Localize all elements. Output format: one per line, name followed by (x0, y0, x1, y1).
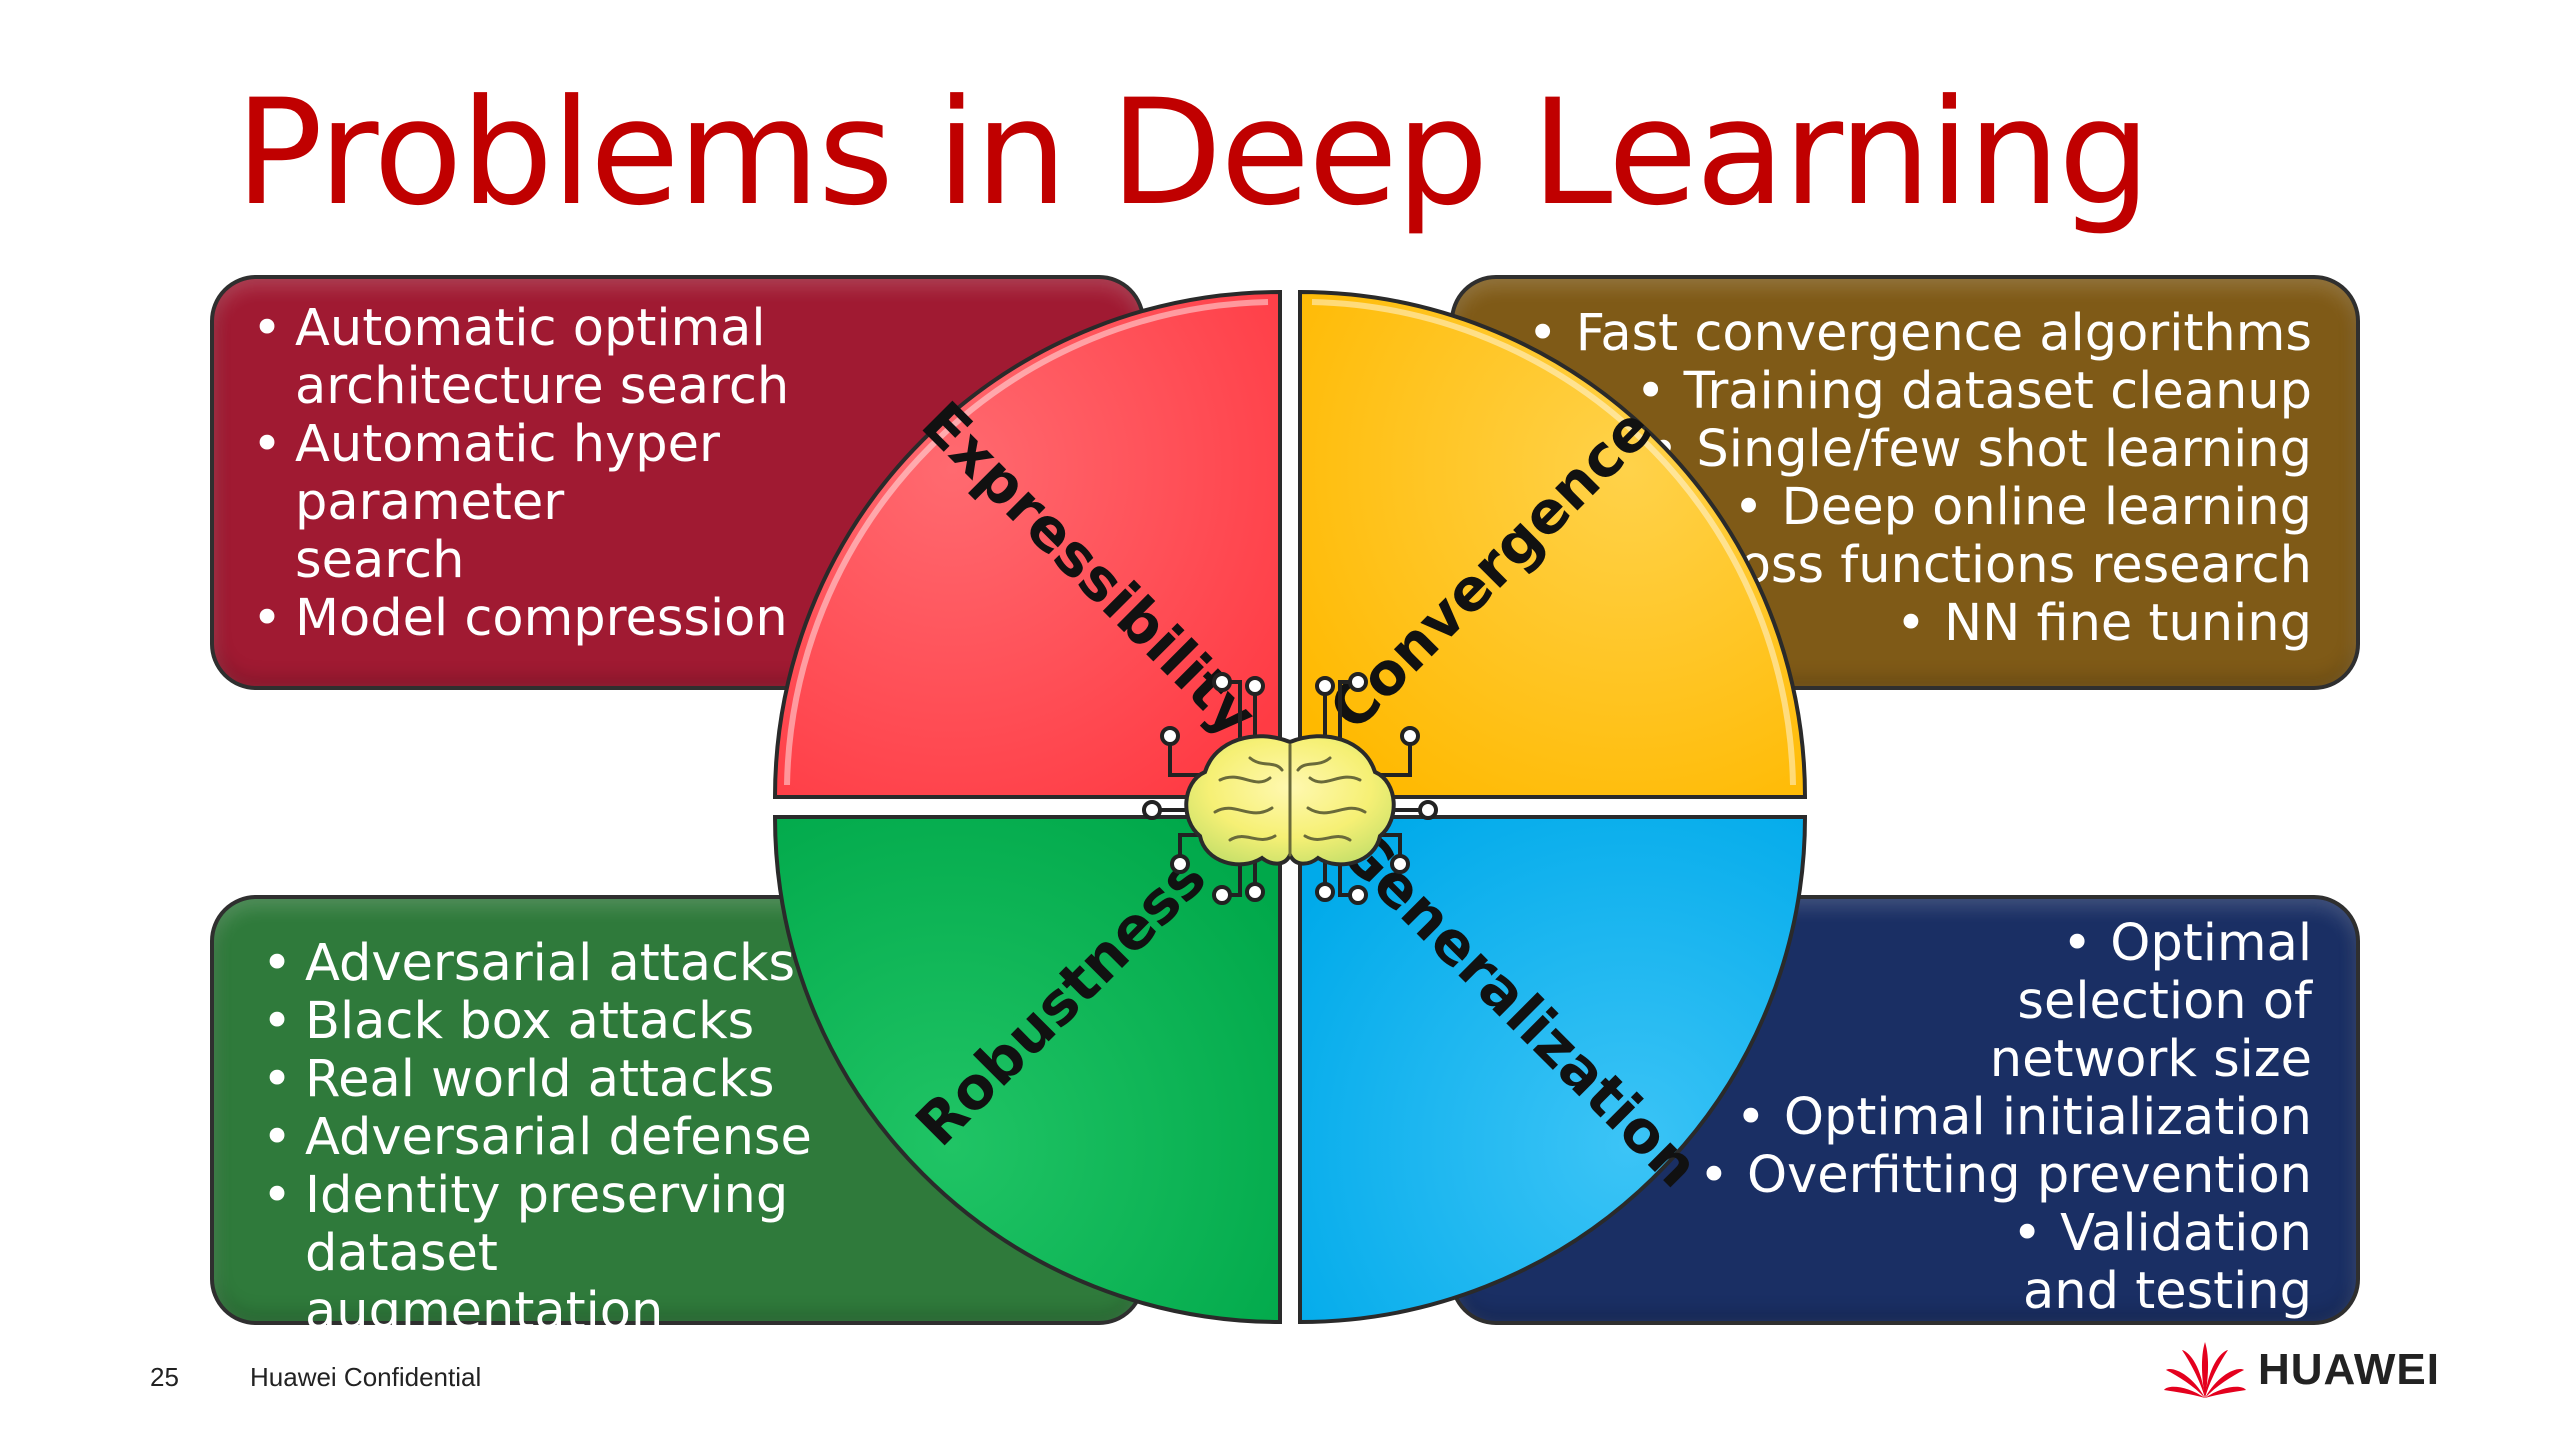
convergence-list: •Fast convergence algorithms •Training d… (1412, 305, 2312, 653)
expressibility-list: Automatic optimal architecture search Au… (252, 300, 1052, 649)
list-item: •NN fine tuning (1895, 594, 2312, 653)
list-item: Real world attacks (262, 1051, 1062, 1110)
brand-name: HUAWEI (2258, 1345, 2440, 1394)
list-item: •Optimal selection of network size (1989, 914, 2312, 1089)
list-item: •Optimal initialization (1735, 1088, 2312, 1147)
list-item: Adversarial attacks (262, 935, 1062, 994)
list-item: •Loss functions research (1664, 536, 2312, 595)
robustness-segment (772, 815, 1282, 1325)
list-item: Automatic optimal architecture search (252, 300, 1052, 416)
confidentiality-label: Huawei Confidential (250, 1362, 482, 1392)
huawei-logo: HUAWEI (2160, 1340, 2440, 1400)
generalization-list: •Optimal selection of network size •Opti… (1412, 915, 2312, 1379)
list-item: Adversarial defense (262, 1109, 1062, 1168)
list-item: Black box attacks (262, 993, 1062, 1052)
page-number: 25 (150, 1362, 179, 1392)
robustness-list: Adversarial attacks Black box attacks Re… (262, 935, 1062, 1341)
list-item: •Validation and testing methodology (1975, 1204, 2312, 1379)
list-item: •Deep online learning (1733, 478, 2312, 537)
brain-circuit-icon (1142, 672, 1438, 905)
generalization-segment (1298, 815, 1808, 1325)
list-item: •Training dataset cleanup (1635, 362, 2312, 421)
huawei-flower-icon (2164, 1342, 2246, 1398)
list-item: •Overfitting prevention (1698, 1146, 2312, 1205)
list-item: Identity preserving dataset augmentation (262, 1167, 865, 1341)
slide-title: Problems in Deep Learning (235, 68, 2151, 238)
list-item: Automatic hyper parameter search (252, 416, 725, 590)
convergence-segment (1298, 289, 1808, 799)
expressibility-segment (772, 289, 1282, 799)
list-item: Model compression (252, 590, 1052, 649)
list-item: •Fast convergence algorithms (1527, 304, 2312, 363)
